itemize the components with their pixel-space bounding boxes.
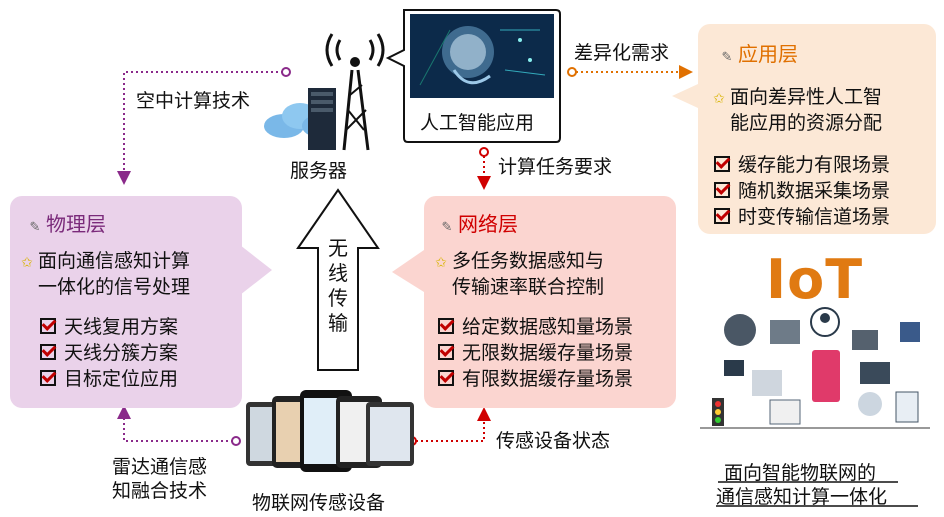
wireless-arrow — [296, 188, 380, 371]
checkbox-icon — [40, 344, 56, 360]
iot-caption-line-1: 面向智能物联网的 — [724, 462, 877, 484]
application-focus-line-1: 面向差异性人工智 — [730, 86, 883, 108]
application-focus-line-2: 能应用的资源分配 — [730, 112, 883, 134]
server-label: 服务器 — [290, 160, 348, 182]
phones-illustration — [246, 390, 414, 472]
physical-layer-box: ✎ 物理层 ✩ 面向通信感知计算 一体化的信号处理 天线复用方案 天线分簇方案 目标… — [10, 196, 242, 408]
physical-focus-line-2: 一体化的信号处理 — [38, 276, 191, 298]
network-item-3: 有限数据缓存量场景 — [462, 368, 634, 390]
sensor-status-connector — [416, 407, 491, 442]
physical-item-2: 天线分簇方案 — [64, 342, 179, 364]
physical-item-1: 天线复用方案 — [64, 316, 179, 338]
pin-icon: ✎ — [721, 50, 733, 65]
network-focus-line-2: 传输速率联合控制 — [452, 276, 605, 298]
application-layer-box: ✎ 应用层 ✩ 面向差异性人工智 能应用的资源分配 缓存能力有限场景 随机数据采集场… — [698, 24, 936, 234]
wireless-label: 无 线 传 输 — [328, 236, 348, 335]
server-illustration — [264, 33, 385, 151]
network-layer-box: ✎ 网络层 ✩ 多任务数据感知与 传输速率联合控制 给定数据感知量场景 无限数据缓存… — [424, 196, 676, 408]
sensor-status-label: 传感设备状态 — [496, 430, 611, 452]
star-icon: ✩ — [435, 255, 447, 271]
radar-label-line-1: 雷达通信感 — [112, 456, 208, 478]
star-icon: ✩ — [713, 91, 725, 107]
network-layer-title: 网络层 — [458, 212, 518, 236]
checkbox-icon — [40, 370, 56, 386]
application-item-3: 时变传输信道场景 — [738, 206, 891, 228]
physical-focus-line-1: 面向通信感知计算 — [38, 250, 191, 272]
iot-logo: IoT — [766, 248, 864, 311]
checkbox-icon — [714, 156, 730, 172]
checkbox-icon — [40, 318, 56, 334]
iot-caption-line-2: 通信感知计算一体化 — [716, 486, 888, 508]
application-item-1: 缓存能力有限场景 — [738, 154, 891, 176]
checkbox-icon — [438, 318, 454, 334]
diff-demand-label: 差异化需求 — [574, 42, 670, 64]
application-item-2: 随机数据采集场景 — [738, 180, 891, 202]
air-computing-label: 空中计算技术 — [136, 90, 251, 112]
application-layer-title: 应用层 — [738, 42, 798, 66]
network-focus-line-1: 多任务数据感知与 — [452, 250, 605, 272]
checkbox-icon — [438, 370, 454, 386]
pin-icon: ✎ — [441, 220, 453, 235]
physical-layer-title: 物理层 — [46, 212, 106, 236]
checkbox-icon — [714, 208, 730, 224]
ai-app-label: 人工智能应用 — [420, 112, 535, 134]
checkbox-icon — [438, 344, 454, 360]
iot-device-label: 物联网传感设备 — [252, 492, 386, 514]
network-item-1: 给定数据感知量场景 — [462, 316, 634, 338]
radar-label-line-2: 知融合技术 — [112, 480, 208, 502]
physical-item-3: 目标定位应用 — [64, 368, 179, 390]
task-req-label: 计算任务要求 — [498, 156, 613, 178]
pin-icon: ✎ — [29, 220, 41, 235]
radar-connector — [117, 405, 233, 442]
checkbox-icon — [714, 182, 730, 198]
network-item-2: 无限数据缓存量场景 — [462, 342, 634, 364]
iot-illustration — [700, 307, 930, 429]
star-icon: ✩ — [21, 255, 33, 271]
